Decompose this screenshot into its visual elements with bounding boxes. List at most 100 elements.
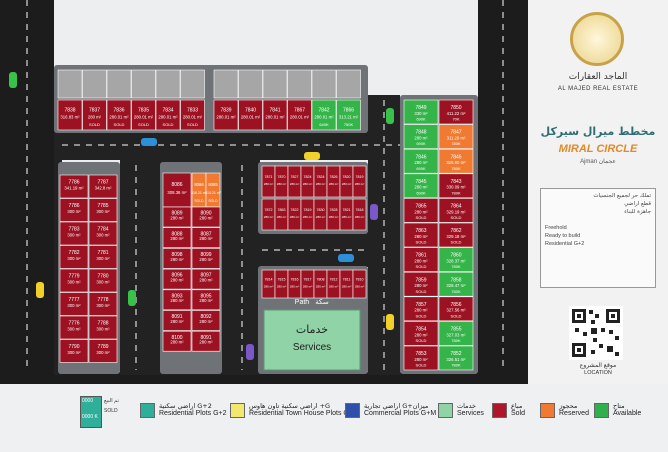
plot-number: 7828 (330, 208, 338, 212)
qr-code-icon[interactable] (569, 306, 623, 360)
plot-number: 8091 (171, 314, 182, 320)
plot-fill (59, 174, 89, 199)
plot-status: 690K (416, 117, 426, 122)
services-area[interactable] (263, 309, 361, 371)
plot-number: 8093 (171, 293, 182, 299)
plot-number: 7786 (68, 180, 79, 186)
plot-area: 313.21 m² (339, 115, 359, 120)
